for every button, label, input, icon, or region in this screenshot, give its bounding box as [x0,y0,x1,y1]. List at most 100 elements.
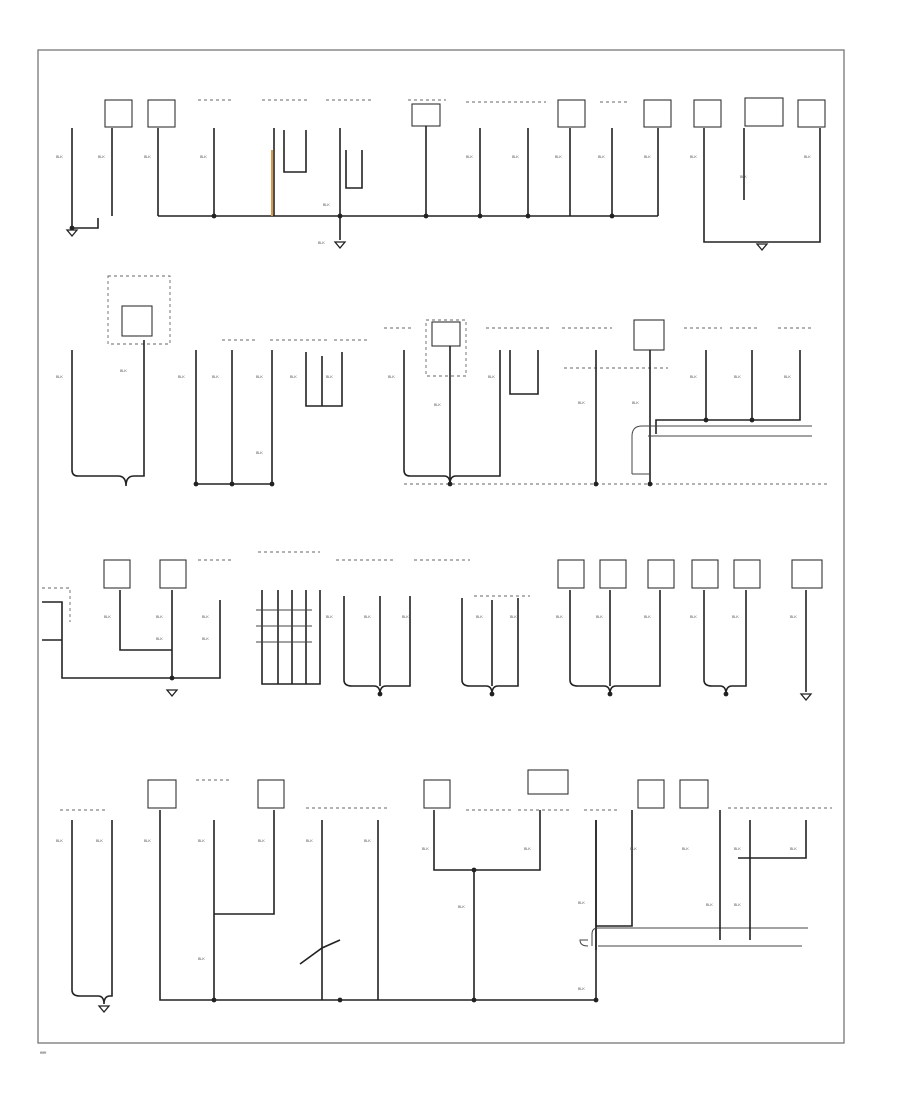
wire [719,810,807,940]
wire-color-tag: BLK [364,615,371,619]
row-4: BLK BLK BLK BLK BLK BLK BLK BLK BLK BLK … [56,769,832,1014]
wire [72,218,99,229]
row-2-wire-tags: BLK BLK BLK BLK BLK BLK BLK BLK BLK BLK … [56,369,791,455]
row-1-nodes [69,213,615,231]
splice-node [607,691,613,697]
wire-color-tag: BLK [198,957,205,961]
row-3-wire-tags: BLK BLK BLK BLK BLK BLK BLK BLK BLK BLK … [104,615,797,641]
wire [256,609,312,643]
splice-node [749,417,755,423]
wire [703,590,747,695]
connector-outline [60,779,832,811]
wire [569,590,661,695]
component-box [147,779,177,809]
wire-color-tag: BLK [306,839,313,843]
splice-node [69,225,75,231]
wire-color-tag: BLK [326,375,333,379]
wire-color-tag: BLK [488,375,495,379]
component-box [423,779,451,809]
row-2-nodes [193,417,755,487]
wire-color-tag: BLK [706,903,713,907]
component-box [257,779,285,809]
component-box [411,103,441,127]
wire-color-tag: BLK [144,155,151,159]
splice-node [447,481,453,487]
splice-node [525,213,531,219]
wire [403,350,501,485]
wire-color-tag: BLK [422,847,429,851]
component-box [557,99,586,128]
wire [595,350,651,484]
wire-color-tag: BLK [690,375,697,379]
wire [703,128,821,243]
wire-color-tag: BLK [682,847,689,851]
splice-node [423,213,429,219]
wire-color-tag: BLK [790,615,797,619]
wire [299,939,341,965]
wire-color-tag: BLK [156,637,163,641]
wire-color-tag: BLK [740,175,747,179]
wire-color-tag: BLK [690,155,697,159]
wire [305,352,343,407]
wire [579,927,808,947]
connector-outline [222,319,812,377]
wire-color-tag: BLK [326,615,333,619]
component-box [103,559,131,589]
wire [71,340,145,487]
wire-color-tag: BLK [202,637,209,641]
splice-node [229,481,235,487]
wire-color-tag: BLK [510,615,517,619]
row-4-nodes [211,867,599,1003]
splice-node [593,481,599,487]
wire [261,590,321,685]
row-2: BLK BLK BLK BLK BLK BLK BLK BLK BLK BLK … [56,275,830,487]
wire-color-tag: BLK [578,901,585,905]
wire-color-tag: BLK [632,401,639,405]
wire [433,810,541,1000]
row-4-wire-tags: BLK BLK BLK BLK BLK BLK BLK BLK BLK BLK … [56,839,797,991]
wire [343,596,411,695]
wire-color-tag: BLK [198,839,205,843]
wire-color-tag: BLK [178,375,185,379]
component-box [791,559,823,589]
wire [283,130,363,189]
splice-node [471,997,477,1003]
wire-color-tag: BLK [258,839,265,843]
wire-color-tag: BLK [56,155,63,159]
wire-color-tag: BLK [290,375,297,379]
component-box [691,559,719,589]
row-1-wire-tags: BLK BLK BLK BLK BLK BLK BLK BLK BLK BLK … [56,155,811,245]
splice-node [269,481,275,487]
splice-node [377,691,383,697]
wire-color-tag: BLK [804,155,811,159]
wire-color-tag: BLK [256,375,263,379]
component-box [637,779,665,809]
component-box [147,99,176,128]
row-1: BLK BLK BLK BLK BLK BLK BLK BLK BLK BLK … [56,97,826,252]
splice-node [489,691,495,697]
component-box [599,559,627,589]
splice-node [703,417,709,423]
splice-node [337,997,343,1003]
wire [461,598,519,695]
wire-color-tag: BLK [364,839,371,843]
wire-color-tag: BLK [734,375,741,379]
wire-color-tag: BLK [56,839,63,843]
splice-node [211,997,217,1003]
wire-color-tag: BLK [524,847,531,851]
wire-color-tag: BLK [476,615,483,619]
wire [71,820,113,1005]
wire-color-tag: BLK [690,615,697,619]
component-box [159,559,187,589]
wire-color-tag: BLK [466,155,473,159]
wire-color-tag: BLK [104,615,111,619]
component-box [693,99,722,128]
wire-color-tag: BLK [212,375,219,379]
connector-outline [107,275,171,345]
wire-color-tag: BLK [644,155,651,159]
row-3-nodes [169,675,729,697]
wire-color-tag: BLK [578,401,585,405]
wire-color-tag: BLK [644,615,651,619]
splice-node [609,213,615,219]
wire-color-tag: BLK [256,451,263,455]
